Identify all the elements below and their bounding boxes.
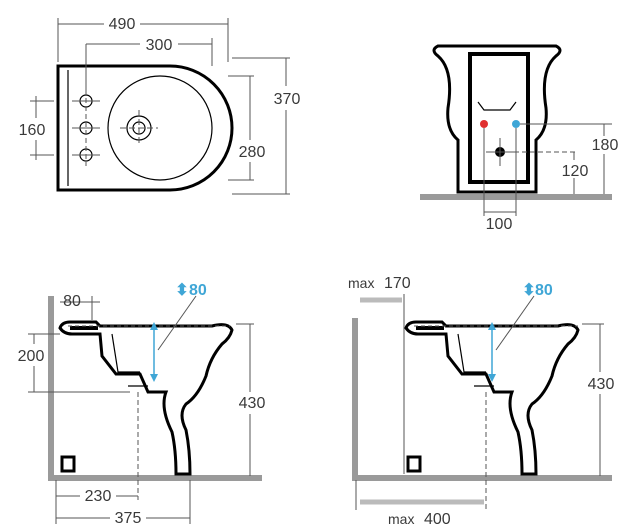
dim-300: 300 <box>146 37 173 54</box>
dim-max-400: 400 <box>424 511 451 528</box>
side-view-left: 80 ⬍ 80 200 430 230 375 <box>18 282 266 527</box>
dim-430-left: 430 <box>239 395 266 412</box>
max-prefix-bottom: max <box>388 511 414 527</box>
dim-230: 230 <box>85 488 112 505</box>
overflow-updown-arrow-icon: ⬍ <box>175 282 188 299</box>
front-view-body <box>432 44 562 194</box>
dim-370: 370 <box>274 91 301 108</box>
right-wall <box>352 318 358 478</box>
dim-100: 100 <box>486 216 513 233</box>
dim-max-170: 170 <box>384 275 411 292</box>
dim-160: 160 <box>19 122 46 139</box>
hot-supply-icon <box>480 120 488 128</box>
dim-120: 120 <box>562 163 589 180</box>
dim-tap-80: 80 <box>63 293 81 310</box>
dim-overflow-80: 80 <box>189 282 207 299</box>
max-prefix-top: max <box>348 275 374 291</box>
cold-supply-icon <box>512 120 520 128</box>
side-view-right: 80 ⬍ max 170 430 max 400 <box>348 275 614 528</box>
top-view: 490 300 370 280 160 <box>19 16 301 195</box>
front-view-pedestal <box>468 52 530 184</box>
dim-180: 180 <box>592 137 619 154</box>
dim-490: 490 <box>109 16 136 33</box>
dim-280: 280 <box>239 144 266 161</box>
left-wall <box>48 296 54 478</box>
top-view-bowl <box>107 75 213 181</box>
dim-375: 375 <box>115 510 142 527</box>
overflow-updown-arrow-icon-right: ⬍ <box>522 282 535 299</box>
front-view: 180 120 100 <box>420 44 619 233</box>
right-bidet-profile <box>404 320 580 476</box>
dim-200: 200 <box>18 348 45 365</box>
dim-430-right: 430 <box>588 376 615 393</box>
dim-overflow-80-right: 80 <box>535 282 553 299</box>
left-bidet-profile <box>58 320 234 476</box>
